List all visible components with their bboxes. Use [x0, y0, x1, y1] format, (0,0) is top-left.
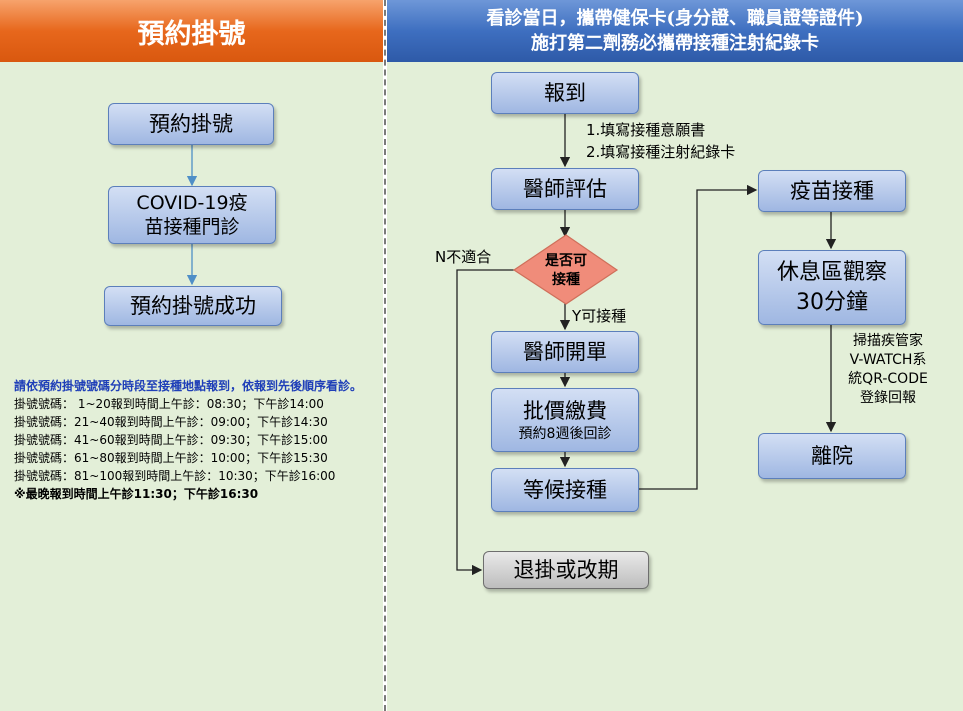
scan-line3: 統QR-CODE	[848, 371, 928, 387]
notes-intro: 請依預約掛號號碼分時段至接種地點報到，依報到先後順序看診。	[14, 379, 363, 393]
left-step-success-label: 預約掛號成功	[130, 294, 256, 318]
notes-row-4: 掛號號碼：61~80報到時間上午診：10:00；下午診15:30	[14, 451, 328, 465]
left-header-title: 預約掛號	[137, 18, 246, 50]
decision-diamond	[512, 234, 619, 305]
right-step-pay-sub: 預約8週後回診	[518, 426, 612, 442]
decision-text-line2: 接種	[552, 272, 580, 288]
right-step-wait-label: 等候接種	[523, 478, 607, 502]
right-step-pay-label: 批價繳費	[523, 399, 607, 423]
left-header: 預約掛號	[0, 0, 383, 62]
right-step-vaccinate-label: 疫苗接種	[790, 179, 874, 203]
notes-row-1: 掛號號碼： 1~20報到時間上午診：08:30；下午診14:00	[14, 397, 324, 411]
right-header: 看診當日，攜帶健保卡(身分證、職員證等證件) 施打第二劑務必攜帶接種注射紀錄卡	[387, 0, 963, 62]
arrow-decision-cancel	[456, 269, 514, 576]
right-step-doctor-eval-label: 醫師評估	[523, 177, 607, 201]
right-step-checkin-label: 報到	[544, 81, 586, 105]
right-step-rest-line2: 30分鐘	[796, 289, 868, 315]
right-step-checkin: 報到	[491, 72, 639, 114]
right-header-line2: 施打第二劑務必攜帶接種注射紀錄卡	[531, 33, 819, 54]
right-step-leave-label: 離院	[811, 444, 853, 468]
right-step-leave: 離院	[758, 433, 906, 479]
right-step-cancel-label: 退掛或改期	[513, 558, 619, 582]
decision-text-line1: 是否可	[545, 253, 587, 269]
panel-divider	[384, 0, 386, 711]
left-step-success: 預約掛號成功	[104, 286, 282, 326]
left-step-register: 預約掛號	[108, 103, 274, 145]
right-step-prescribe-label: 醫師開單	[523, 340, 607, 364]
left-step-covid-line1: COVID-19疫	[136, 192, 248, 214]
left-step-covid-line2: 苗接種門診	[144, 216, 240, 238]
arrow-wait-vaccinate	[639, 184, 758, 490]
right-step-prescribe: 醫師開單	[491, 331, 639, 373]
right-step-rest: 休息區觀察 30分鐘	[758, 250, 906, 325]
right-header-line1: 看診當日，攜帶健保卡(身分證、職員證等證件)	[486, 8, 864, 29]
scan-instructions: 掃描疾管家 V-WATCH系 統QR-CODE 登錄回報	[836, 332, 940, 408]
notes-row-3: 掛號號碼：41~60報到時間上午診：09:30；下午診15:00	[14, 433, 328, 447]
scan-line1: 掃描疾管家	[853, 333, 923, 349]
left-step-covid-clinic: COVID-19疫 苗接種門診	[108, 186, 276, 244]
right-step-rest-line1: 休息區觀察	[776, 259, 887, 285]
right-step-cancel: 退掛或改期	[483, 551, 649, 589]
fill-form-label-1: 1.填寫接種意願書	[586, 121, 706, 139]
scan-line4: 登錄回報	[860, 390, 916, 406]
notes-row-5: 掛號號碼：81~100報到時間上午診：10:30；下午診16:00	[14, 469, 336, 483]
right-step-doctor-eval: 醫師評估	[491, 168, 639, 210]
yes-label: Y可接種	[572, 307, 627, 325]
right-step-pay: 批價繳費 預約8週後回診	[491, 388, 639, 452]
right-step-wait: 等候接種	[491, 468, 639, 512]
right-connectors	[456, 114, 837, 576]
decision-text: 是否可 接種	[526, 252, 606, 290]
scan-line2: V-WATCH系	[849, 352, 927, 368]
right-step-vaccinate: 疫苗接種	[758, 170, 906, 212]
left-step-register-label: 預約掛號	[149, 112, 233, 136]
notes-row-2: 掛號號碼：21~40報到時間上午診：09:00；下午診14:30	[14, 415, 328, 429]
checkin-time-notes: 請依預約掛號號碼分時段至接種地點報到，依報到先後順序看診。 掛號號碼： 1~20…	[14, 377, 379, 503]
fill-form-label-2: 2.填寫接種注射紀錄卡	[586, 143, 736, 161]
notes-latest: ※最晚報到時間上午診11:30；下午診16:30	[14, 487, 259, 501]
no-label: N不適合	[435, 248, 492, 266]
